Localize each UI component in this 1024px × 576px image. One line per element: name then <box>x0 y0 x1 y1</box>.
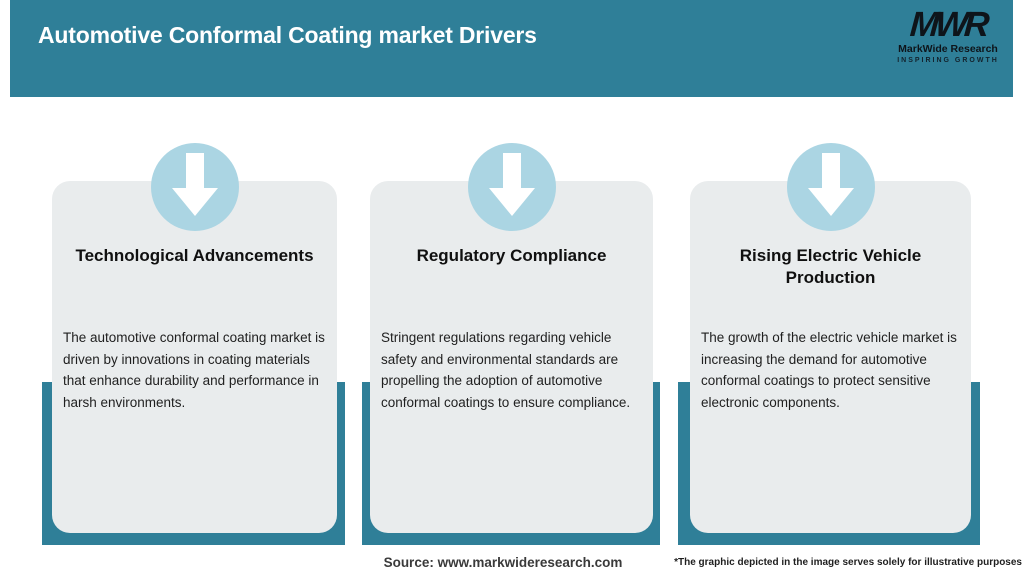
icon-circle <box>150 143 239 231</box>
driver-card-technological-advancements: Technological Advancements The automotiv… <box>52 143 337 533</box>
header-bar: Automotive Conformal Coating market Driv… <box>10 0 1013 97</box>
icon-circle <box>467 143 556 231</box>
arrow-down-icon <box>488 153 535 216</box>
page-title: Automotive Conformal Coating market Driv… <box>38 22 537 48</box>
card-description: The automotive conformal coating market … <box>63 330 325 411</box>
card-title: Technological Advancements <box>75 246 314 265</box>
card-description: The growth of the electric vehicle marke… <box>701 330 957 411</box>
logo-monogram: MWR <box>908 5 988 44</box>
driver-card-regulatory-compliance: Regulatory Compliance Stringent regulati… <box>370 143 653 533</box>
company-logo: MWR MarkWide Research INSPIRING GROWTH <box>893 5 1003 64</box>
arrow-down-icon <box>807 153 854 216</box>
card-title: Rising Electric Vehicle Production <box>739 246 922 287</box>
logo-tagline: INSPIRING GROWTH <box>897 56 999 64</box>
arrow-down-icon <box>171 153 218 216</box>
disclaimer-text: *The graphic depicted in the image serve… <box>674 557 1022 568</box>
driver-card-rising-ev-production: Rising Electric Vehicle Production The g… <box>690 143 971 533</box>
logo-company-name: MarkWide Research <box>898 43 998 55</box>
card-description: Stringent regulations regarding vehicle … <box>381 330 631 411</box>
card-title: Regulatory Compliance <box>416 246 607 265</box>
icon-circle <box>786 143 875 231</box>
source-text: Source: www.markwideresearch.com <box>383 555 623 570</box>
